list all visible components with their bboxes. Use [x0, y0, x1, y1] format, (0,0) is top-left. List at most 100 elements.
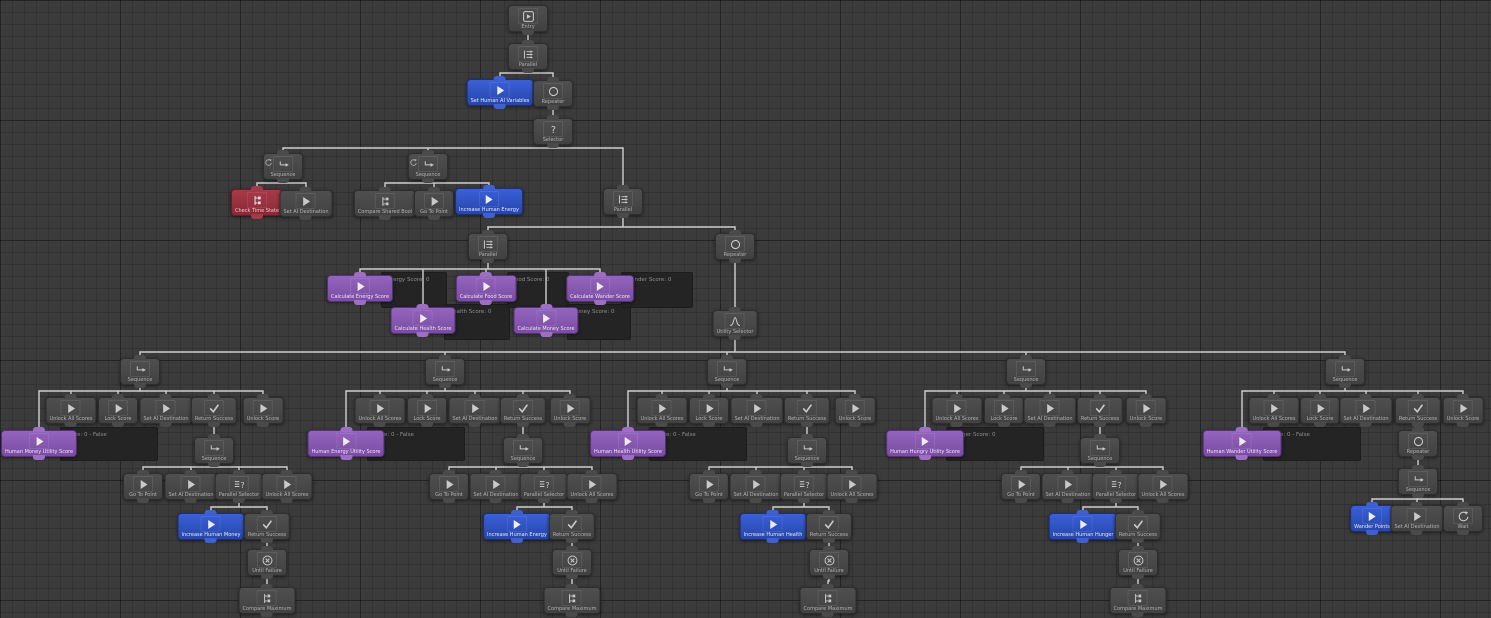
node-increase-human-energy[interactable]: Increase Human Energy [455, 185, 523, 218]
node-calculate-energy-score[interactable]: Calculate Energy Score [326, 272, 394, 305]
play-icon [1011, 476, 1031, 492]
node-set-ai-destination[interactable]: Set AI Destination [1023, 394, 1077, 427]
node-unlock-score[interactable]: Unlock Score [1125, 394, 1167, 427]
node-sequence[interactable]: Sequence [787, 434, 827, 467]
node-unlock-all-scores[interactable]: Unlock All Scores [261, 470, 313, 503]
node-set-ai-destination[interactable]: Set AI Destination [448, 394, 502, 427]
node-sequence[interactable]: Sequence [120, 355, 160, 388]
node-return-success[interactable]: Return Success [499, 394, 547, 427]
node-parallel[interactable]: Parallel [603, 185, 643, 218]
node-repeater[interactable]: Repeater [533, 77, 573, 110]
node-unlock-score[interactable]: Unlock Score [549, 394, 591, 427]
node-set-ai-destination[interactable]: Set AI Destination [1041, 470, 1095, 503]
node-entry[interactable]: Entry [508, 5, 548, 35]
node-calculate-wander-score[interactable]: Calculate Wander Score [566, 272, 634, 305]
node-human-money-utility-score[interactable]: Human Money Utility Score [0, 427, 78, 460]
node-set-ai-destination[interactable]: Set AI Destination [469, 470, 523, 503]
node-increase-human-health[interactable]: Increase Human Health [739, 510, 807, 543]
node-human-hungry-utility-score[interactable]: Human Hungry Utility Score [886, 427, 964, 460]
node-lock-score[interactable]: Lock Score [98, 394, 138, 427]
node-increase-human-hunger[interactable]: Increase Human Hunger [1048, 510, 1118, 543]
node-unlock-score[interactable]: Unlock Score [1442, 394, 1484, 427]
node-set-ai-destination[interactable]: Set AI Destination [730, 394, 784, 427]
node-wander-points[interactable]: Wander Points [1350, 502, 1394, 535]
node-until-failure[interactable]: Until Failure [552, 546, 592, 579]
node-unlock-all-scores[interactable]: Unlock All Scores [354, 394, 406, 427]
node-unlock-all-scores[interactable]: Unlock All Scores [1248, 394, 1300, 427]
node-set-human-ai-variables[interactable]: Set Human AI Variables [466, 76, 534, 109]
node-unlock-all-scores[interactable]: Unlock All Scores [45, 394, 97, 427]
node-unlock-all-scores[interactable]: Unlock All Scores [931, 394, 983, 427]
node-check-time-state[interactable]: Check Time State [230, 186, 284, 219]
node-go-to-point[interactable]: Go To Point [414, 187, 454, 220]
node-parallel[interactable]: Parallel [468, 230, 508, 263]
node-go-to-point[interactable]: Go To Point [429, 470, 469, 503]
node-sequence[interactable]: Sequence [1006, 355, 1046, 388]
node-unlock-all-scores[interactable]: Unlock All Scores [566, 470, 618, 503]
node-parallel[interactable]: Parallel [508, 40, 548, 73]
node-set-ai-destination[interactable]: Set AI Destination [729, 470, 783, 503]
node-set-ai-destination[interactable]: Set AI Destination [279, 187, 333, 220]
node-increase-human-money[interactable]: Increase Human Money [177, 510, 245, 543]
node-human-energy-utility-score[interactable]: Human Energy Utility Score [307, 427, 385, 460]
node-sequence[interactable]: Sequence [425, 355, 465, 388]
node-calculate-health-score[interactable]: Calculate Health Score [390, 304, 456, 337]
node-lock-score[interactable]: Lock Score [1300, 394, 1340, 427]
node-sequence[interactable]: Sequence [1080, 434, 1120, 467]
node-return-success[interactable]: Return Success [548, 510, 596, 543]
node-set-ai-destination[interactable]: Set AI Destination [164, 470, 218, 503]
node-compare-maximum[interactable]: Compare Maximum [799, 584, 857, 617]
node-repeater[interactable]: Repeater [1398, 427, 1438, 460]
node-unlock-score[interactable]: Unlock Score [834, 394, 876, 427]
node-human-wander-utility-score[interactable]: Human Wander Utility Score [1202, 427, 1282, 460]
node-compare-shared-bool[interactable]: Compare Shared Bool [353, 187, 417, 220]
node-lock-score[interactable]: Lock Score [407, 394, 447, 427]
node-unlock-score[interactable]: Unlock Score [242, 394, 284, 427]
node-utility-selector[interactable]: Utility Selector [712, 307, 758, 340]
node-until-failure[interactable]: Until Failure [809, 546, 849, 579]
node-sequence[interactable]: Sequence [1325, 355, 1365, 388]
node-go-to-point[interactable]: Go To Point [123, 470, 163, 503]
node-until-failure[interactable]: Until Failure [247, 546, 287, 579]
node-set-ai-destination[interactable]: Set AI Destination [1390, 502, 1444, 535]
node-lock-score[interactable]: Lock Score [689, 394, 729, 427]
node-repeater[interactable]: Repeater [715, 230, 755, 263]
node-unlock-all-scores[interactable]: Unlock All Scores [826, 470, 878, 503]
node-parallel-selector[interactable]: ?Parallel Selector [779, 470, 829, 503]
node-sequence[interactable]: Sequence [707, 355, 747, 388]
node-unlock-all-scores[interactable]: Unlock All Scores [636, 394, 688, 427]
node-parallel-selector[interactable]: ?Parallel Selector [519, 470, 569, 503]
node-go-to-point[interactable]: Go To Point [689, 470, 729, 503]
node-wait[interactable]: Wait [1443, 502, 1483, 535]
node-set-ai-destination[interactable]: Set AI Destination [1339, 394, 1393, 427]
output-connector [277, 178, 289, 183]
node-lock-score[interactable]: Lock Score [984, 394, 1024, 427]
node-until-failure[interactable]: Until Failure [1118, 546, 1158, 579]
node-calculate-food-score[interactable]: Calculate Food Score [455, 272, 517, 305]
node-parallel-selector[interactable]: ?Parallel Selector [1091, 470, 1141, 503]
node-go-to-point[interactable]: Go To Point [1001, 470, 1041, 503]
node-return-success[interactable]: Return Success [190, 394, 238, 427]
node-unlock-all-scores[interactable]: Unlock All Scores [1137, 470, 1189, 503]
node-compare-maximum[interactable]: Compare Maximum [543, 584, 601, 617]
node-set-ai-destination[interactable]: Set AI Destination [139, 394, 193, 427]
node-sequence[interactable]: Sequence [408, 150, 448, 183]
node-compare-maximum[interactable]: Compare Maximum [1109, 584, 1167, 617]
node-sequence[interactable]: Sequence [503, 434, 543, 467]
node-increase-human-energy[interactable]: Increase Human Energy [483, 510, 551, 543]
node-human-health-utility-score[interactable]: Human Health Utility Score [590, 427, 666, 460]
node-sequence[interactable]: Sequence [1398, 465, 1438, 498]
node-return-success[interactable]: Return Success [783, 394, 831, 427]
node-return-success[interactable]: Return Success [1076, 394, 1124, 427]
node-compare-maximum[interactable]: Compare Maximum [238, 584, 296, 617]
node-return-success[interactable]: Return Success [1394, 394, 1442, 427]
node-parallel-selector[interactable]: ?Parallel Selector [214, 470, 264, 503]
node-sequence[interactable]: Sequence [194, 434, 234, 467]
node-sequence[interactable]: Sequence [263, 150, 303, 183]
node-return-success[interactable]: Return Success [1114, 510, 1162, 543]
node-return-success[interactable]: Return Success [243, 510, 291, 543]
node-calculate-money-score[interactable]: Calculate Money Score [513, 304, 579, 337]
node-selector[interactable]: ?Selector [533, 115, 573, 148]
node-return-success[interactable]: Return Success [805, 510, 853, 543]
